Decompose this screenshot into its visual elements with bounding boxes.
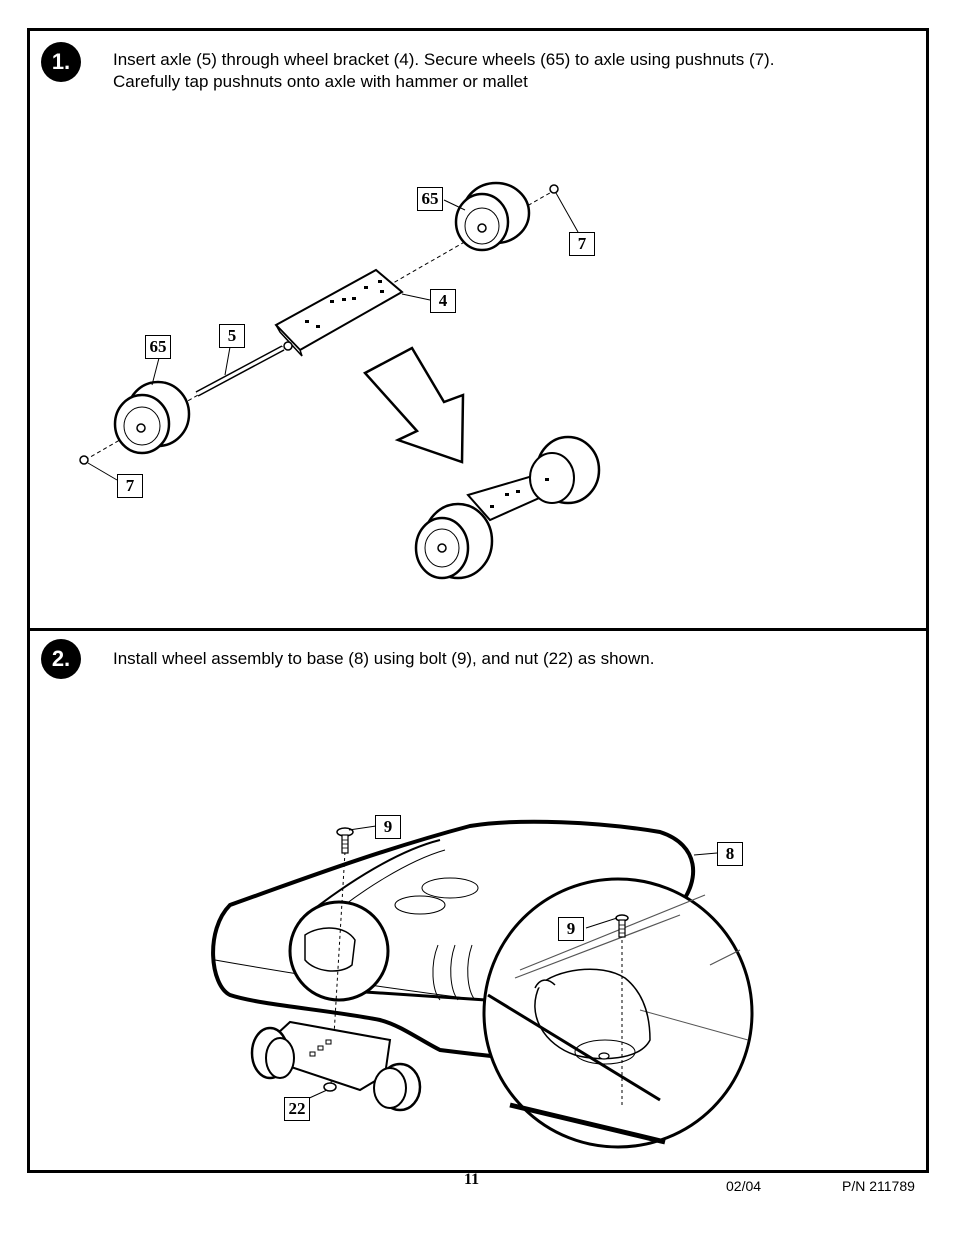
bolt-part [336,827,354,854]
step-2-badge: 2. [41,639,81,679]
nut-part [323,1082,337,1092]
step-divider [30,628,926,631]
callout-wheel-lower: 65 [145,335,171,359]
callout-axle: 5 [219,324,245,348]
callout-base: 8 [717,842,743,866]
step-1-badge: 1. [41,42,81,82]
part-number: P/N 211789 [842,1178,915,1194]
callout-wheel-bracket: 4 [430,289,456,313]
wheel-assembly-part [250,1020,422,1112]
detail-circle-small [288,900,390,1002]
revision-date: 02/04 [726,1178,762,1194]
callout-pushnut-upper: 7 [569,232,595,256]
callout-pushnut-lower: 7 [117,474,143,498]
callout-nut: 22 [284,1097,310,1121]
callout-bolt-detail: 9 [558,917,584,941]
pushnut-lower-part [79,455,89,465]
direction-arrow [363,346,465,464]
wheel-upper-part [454,181,531,252]
assembled-wheel-axle [414,435,601,580]
pushnut-upper-part [549,184,559,194]
callout-bolt: 9 [375,815,401,839]
page-number: 11 [464,1171,480,1188]
step-2-instruction: Install wheel assembly to base (8) using… [113,649,655,668]
callout-wheel-upper: 65 [417,187,443,211]
wheel-bracket-part [274,268,404,357]
detail-circle-large [482,877,754,1149]
wheel-lower-part [113,380,191,455]
axle-part [195,345,285,397]
step-1-instruction: Insert axle (5) through wheel bracket (4… [113,50,775,91]
instruction-frame [27,28,929,1173]
